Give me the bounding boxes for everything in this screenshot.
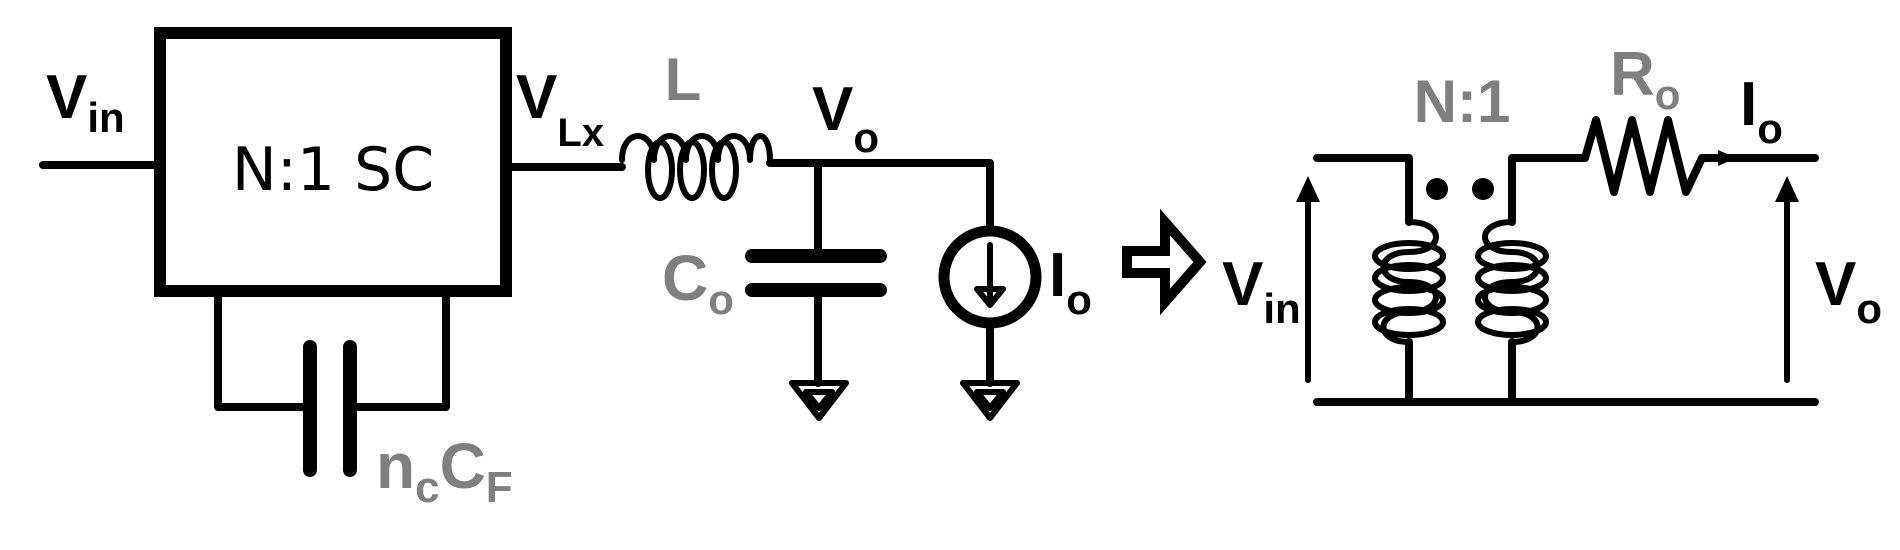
switched-capacitor-block-label: N:1 SC [232,135,434,205]
inductor-label: L [665,46,702,113]
output-resistor-label: Ro [1610,40,1680,118]
ground-icon [789,380,849,421]
arrow-right-icon [1718,150,1736,166]
flying-capacitor-wire [214,287,314,411]
flying-capacitor-label: ncCF [376,430,513,512]
transformer-primary-winding [1372,219,1446,345]
output-capacitor-label: Co [662,242,734,323]
current-source-icon [938,225,1042,329]
output-node-wire [766,159,994,234]
transformer-secondary-winding [1475,219,1549,345]
polarity-dot-icon [1426,178,1448,200]
equivalent-secondary-wire [1508,154,1589,226]
double-arrow-right-icon [1122,208,1207,316]
arrow-up-icon [1296,176,1320,202]
transformer-ratio-label: N:1 [1414,68,1511,135]
equivalent-output-voltage-label: Vo [1815,250,1882,332]
output-resistor [1581,116,1739,196]
inductor [619,133,773,201]
polarity-dot-icon [1472,178,1494,200]
switch-node-label: VLx [516,63,604,155]
switched-capacitor-block [154,27,512,297]
equivalent-input-wire [1313,154,1413,226]
equivalent-current-label: Io [1740,70,1783,152]
flying-capacitor-wire [348,287,450,411]
load-current-label: Io [1049,241,1092,323]
input-voltage-label: Vin [46,63,125,141]
output-voltage-label: Vo [812,75,879,161]
arrow-up-icon [1775,176,1799,202]
ground-icon [960,380,1020,421]
equivalent-input-voltage-label: Vin [1222,250,1301,332]
